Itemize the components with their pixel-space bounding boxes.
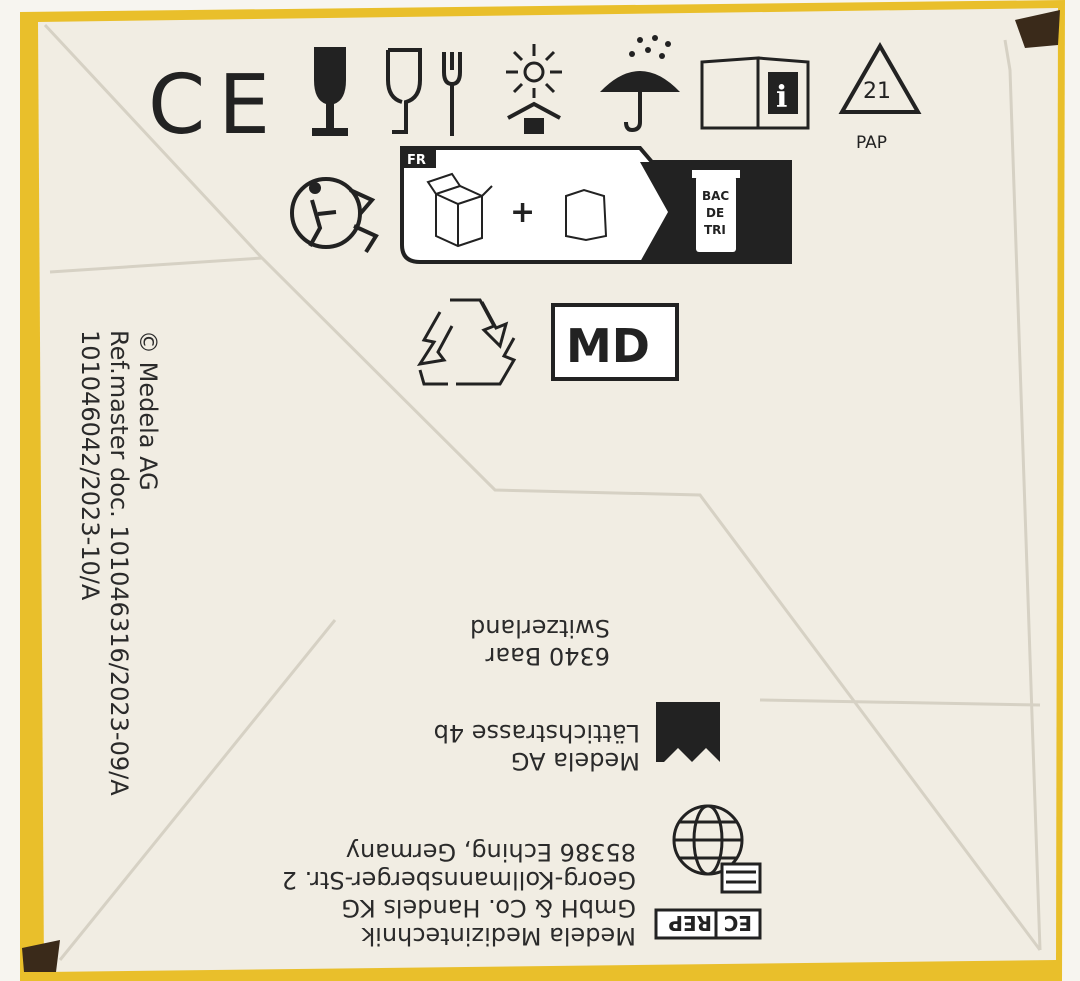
instructions-info-icon: i — [700, 56, 810, 130]
manufacturer-icon — [656, 702, 720, 762]
medical-device-icon: MD — [551, 303, 679, 381]
sorting-info-icon: FR + BAC DE TRI — [400, 146, 792, 264]
ec-rep-line: GmbH & Co. Handels KG — [341, 894, 636, 922]
city-line: 6340 Baar — [485, 642, 610, 670]
fold-lines — [43, 23, 1042, 961]
manufacturer-line: Medela AG — [510, 747, 640, 775]
svg-text:TRI: TRI — [704, 223, 726, 237]
food-contact-icon — [386, 48, 462, 136]
svg-text:i: i — [776, 80, 787, 115]
corner-shadow-top — [1015, 10, 1060, 48]
ec-rep-line: Georg-Kollmannsberger-Str. 2 — [281, 866, 636, 894]
importer-icon — [672, 804, 762, 894]
recycling-pap-21-icon: 21 PAP — [838, 41, 922, 153]
copyright-line: © Medela AG — [134, 330, 162, 491]
corner-shadow-bottom — [22, 940, 60, 972]
ec-rep-address: Medela Medizintechnik GmbH & Co. Handels… — [282, 838, 636, 950]
reference-text-block: © Medela AG Ref.master doc. 101046316/20… — [75, 330, 162, 796]
svg-text:PAP: PAP — [856, 133, 887, 153]
ref-master-doc-line: Ref.master doc. 101046316/2023-09/A — [105, 330, 133, 796]
keep-away-from-sunlight-icon — [506, 44, 562, 134]
svg-text:REP: REP — [668, 911, 712, 935]
svg-text:BAC: BAC — [702, 189, 729, 203]
svg-text:MD: MD — [566, 319, 650, 373]
manufacturer-city: 6340 Baar Switzerland — [470, 614, 610, 670]
manufacturer-address: Medela AG Lättichstrasse 4b — [434, 719, 640, 775]
manufacturer-line: Lättichstrasse 4b — [433, 719, 640, 747]
ec-rep-line: 85386 Eching, Germany — [345, 838, 636, 866]
svg-text:DE: DE — [706, 206, 724, 220]
svg-text:EC: EC — [724, 911, 752, 935]
svg-text:21: 21 — [863, 79, 891, 104]
ec-rep-line: Medela Medizintechnik — [361, 922, 636, 950]
recycling-icon — [416, 298, 517, 386]
ec-rep-icon: EC REP — [654, 908, 762, 940]
fragile-glass-icon — [312, 47, 348, 136]
svg-text:FR: FR — [407, 153, 426, 168]
doc-number-line: 101046042/2023-10/A — [76, 330, 104, 601]
keep-dry-icon — [600, 35, 680, 133]
country-line: Switzerland — [470, 614, 610, 642]
triman-icon — [290, 177, 379, 254]
svg-text:+: + — [510, 195, 535, 230]
